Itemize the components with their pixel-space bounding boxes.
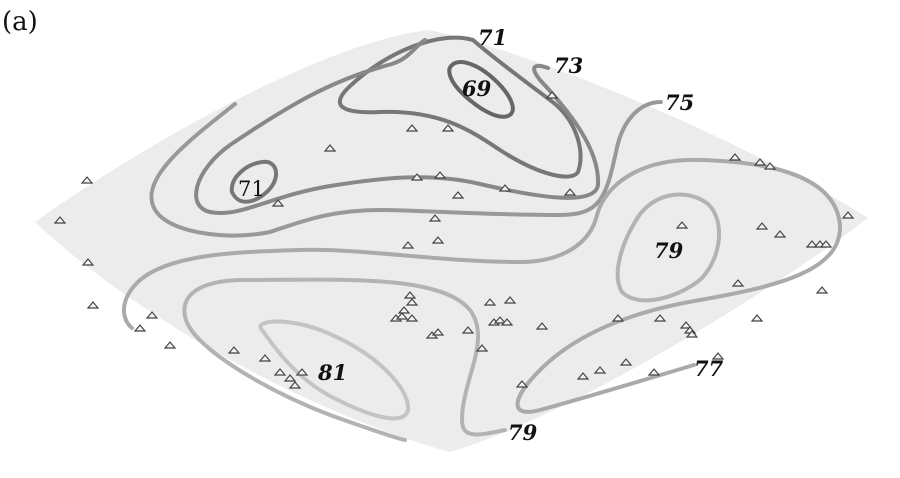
triangle-marker-icon: [80, 176, 94, 184]
triangle-marker-icon: [503, 296, 517, 304]
triangle-marker-icon: [395, 312, 409, 320]
contour-label-75: 75: [665, 90, 694, 115]
triangle-marker-icon: [273, 368, 287, 376]
triangle-marker-icon: [500, 318, 514, 326]
triangle-marker-icon: [441, 124, 455, 132]
triangle-marker-icon: [81, 258, 95, 266]
triangle-marker-icon: [841, 211, 855, 219]
triangle-marker-icon: [401, 241, 415, 249]
triangle-marker-icon: [433, 171, 447, 179]
triangle-marker-icon: [410, 173, 424, 181]
triangle-marker-icon: [515, 380, 529, 388]
contour-79-loop: [615, 192, 721, 303]
triangle-marker-icon: [271, 199, 285, 207]
triangle-marker-icon: [53, 216, 67, 224]
triangle-marker-icon: [163, 341, 177, 349]
triangle-marker-icon: [711, 352, 725, 360]
triangle-marker-icon: [295, 368, 309, 376]
triangle-marker-icon: [611, 314, 625, 322]
triangle-marker-icon: [619, 358, 633, 366]
triangle-marker-icon: [475, 344, 489, 352]
triangle-marker-icon: [679, 321, 693, 329]
contour-label-73: 73: [554, 53, 583, 78]
triangle-marker-icon: [750, 314, 764, 322]
triangle-marker-icon: [563, 188, 577, 196]
triangle-marker-icon: [493, 316, 507, 324]
triangle-marker-icon: [728, 153, 742, 161]
contour-label-81: 81: [317, 360, 347, 385]
sky-projection-disk: [35, 30, 868, 452]
triangle-marker-icon: [545, 91, 559, 99]
triangle-marker-icon: [145, 311, 159, 319]
triangle-marker-icon: [753, 158, 767, 166]
panel-label: (a): [2, 7, 38, 37]
triangle-marker-icon: [593, 366, 607, 374]
triangle-marker-icon: [431, 328, 445, 336]
triangle-marker-icon: [451, 191, 465, 199]
contour-label-77: 77: [694, 356, 724, 381]
contour-75: [149, 100, 663, 238]
triangle-marker-icon: [755, 222, 769, 230]
triangle-marker-icon: [323, 144, 337, 152]
triangle-marker-icon: [288, 381, 302, 389]
triangle-marker-icon: [647, 368, 661, 376]
triangle-marker-icon: [461, 326, 475, 334]
triangle-marker-icon: [428, 214, 442, 222]
triangle-marker-icon: [685, 330, 699, 338]
triangle-marker-icon: [653, 314, 667, 322]
triangle-marker-icon: [731, 279, 745, 287]
triangle-marker-icon: [227, 346, 241, 354]
contour-79: [182, 277, 507, 442]
contour-label-79-right: 79: [654, 238, 684, 263]
triangle-marker-icon: [675, 221, 689, 229]
triangle-marker-icon: [805, 240, 819, 248]
contour-label-71-top: 71: [478, 25, 507, 50]
triangle-marker-icon: [283, 374, 297, 382]
triangle-marker-icon: [498, 184, 512, 192]
contour-73: [194, 38, 601, 215]
contour-label-69: 69: [462, 76, 492, 101]
triangle-marker-icon: [258, 354, 272, 362]
triangle-marker-icon: [405, 124, 419, 132]
contour-label-71-left: 71: [238, 177, 265, 201]
triangle-marker-icon: [405, 314, 419, 322]
triangle-marker-icon: [133, 324, 147, 332]
triangle-marker-icon: [403, 291, 417, 299]
contour-71-loop: [229, 159, 279, 204]
triangle-marker-icon: [86, 301, 100, 309]
triangle-marker-icon: [819, 240, 833, 248]
triangle-marker-icon: [815, 286, 829, 294]
site-markers: [53, 91, 855, 389]
triangle-marker-icon: [431, 236, 445, 244]
contour-77: [122, 157, 843, 414]
triangle-marker-icon: [405, 298, 419, 306]
triangle-marker-icon: [763, 162, 777, 170]
contour-69: [447, 60, 515, 119]
triangle-marker-icon: [535, 322, 549, 330]
triangle-marker-icon: [773, 230, 787, 238]
triangle-marker-icon: [483, 298, 497, 306]
contour-label-79-bottom: 79: [508, 420, 538, 445]
contour-71: [337, 35, 583, 179]
triangle-marker-icon: [576, 372, 590, 380]
triangle-marker-icon: [397, 306, 411, 314]
